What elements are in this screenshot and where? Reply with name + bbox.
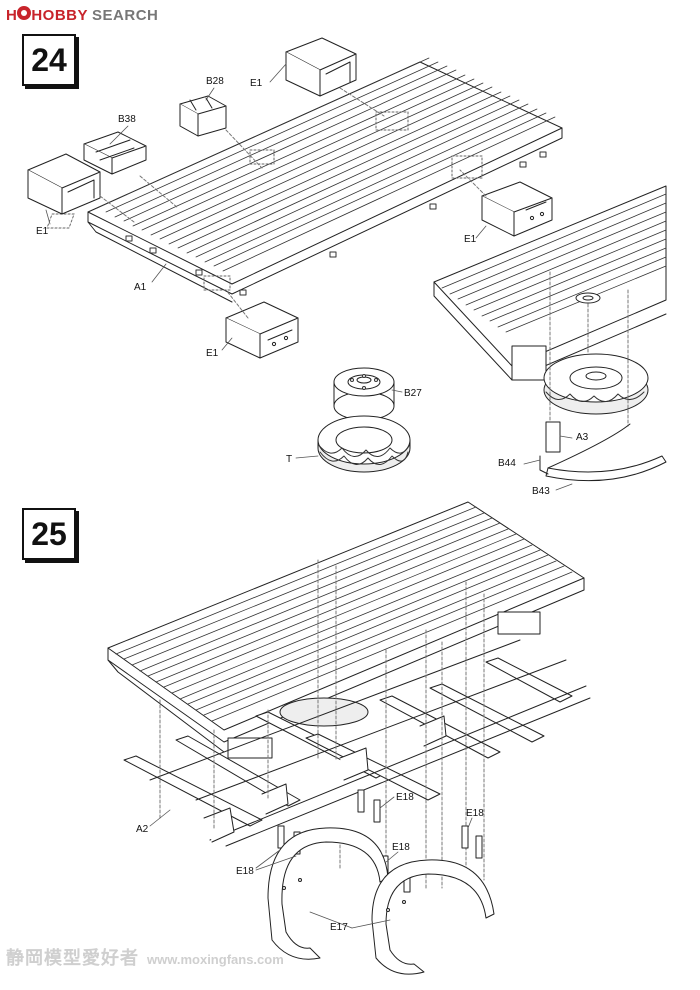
part-a2-chassis: [123, 639, 591, 847]
part-e1-top-box: [285, 37, 357, 97]
label-e18-upper: E18: [396, 792, 414, 803]
part-b27-wheel-hub: [333, 367, 395, 421]
moxingfans-watermark: 静岡模型愛好者 www.moxingfans.com: [6, 944, 284, 970]
label-b44: B44: [498, 458, 516, 469]
assembly-guide-lines: [159, 559, 485, 889]
detail-spare-wheel-mount: [433, 185, 667, 482]
part-t-tire: [317, 415, 411, 473]
part-b28-tray: [179, 95, 227, 137]
watermark-search-text: SEARCH: [92, 6, 159, 24]
label-a2: A2: [136, 824, 149, 835]
logo-circle-icon: [17, 6, 32, 20]
label-e17: E17: [330, 922, 348, 933]
flatbed-assembled: [107, 501, 585, 759]
label-e1-right: E1: [464, 234, 477, 245]
part-e17-mudguards: [267, 827, 495, 975]
watermark-url: www.moxingfans.com: [147, 952, 284, 967]
watermark-cjk-text: 静岡模型愛好者: [6, 948, 139, 969]
flatbed-a1: [46, 57, 563, 303]
label-a3: A3: [576, 432, 589, 443]
label-t: T: [286, 454, 293, 465]
label-e18-right: E18: [466, 808, 484, 819]
label-e1-left: E1: [36, 226, 49, 237]
part-e1-left-box: [27, 153, 101, 215]
label-leader-lines: [45, 63, 573, 929]
label-e1-top: E1: [250, 78, 263, 89]
label-b43: B43: [532, 486, 550, 497]
part-b38: [83, 131, 147, 175]
part-e1-bottom-box: [225, 301, 299, 359]
step-24-number: 24: [22, 34, 76, 86]
label-b27: B27: [404, 388, 422, 399]
label-b28: B28: [206, 76, 224, 87]
label-e1-bottom: E1: [206, 348, 219, 359]
watermark-brand: HOBBY: [31, 7, 89, 24]
label-e18-left: E18: [236, 866, 254, 877]
label-b38: B38: [118, 114, 136, 125]
label-a1: A1: [134, 282, 147, 293]
part-e1-right-box: [481, 181, 553, 237]
step-25-number: 25: [22, 508, 76, 560]
label-e18-middle: E18: [392, 842, 410, 853]
